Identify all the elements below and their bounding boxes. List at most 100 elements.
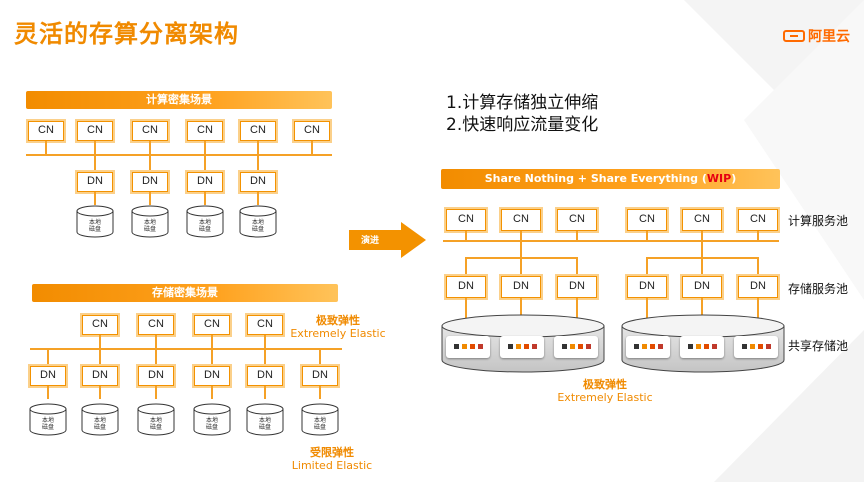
connector-line [701, 241, 703, 258]
connector-line [465, 298, 467, 320]
storage-unit [554, 336, 598, 358]
dn-node: DN [82, 366, 118, 386]
connector-line [155, 386, 157, 399]
dn-node: DN [446, 276, 486, 298]
local-disk-icon: 本地磁盘 [301, 403, 339, 436]
connector-line [520, 298, 522, 320]
dn-node: DN [240, 172, 276, 192]
connector-line [45, 141, 47, 155]
network-bus [443, 240, 779, 242]
goals-text: 1.计算存储独立伸缩 2.快速响应流量变化 [446, 92, 598, 136]
connector-line [646, 231, 648, 240]
connector-line [319, 349, 321, 366]
dn-node: DN [302, 366, 338, 386]
goal-item: 2.快速响应流量变化 [446, 115, 599, 135]
cn-node: CN [28, 121, 64, 141]
cn-node: CN [247, 315, 283, 335]
cn-node: CN [738, 209, 778, 231]
storage-pool-label: 存储服务池 [788, 282, 849, 296]
dn-node: DN [187, 172, 223, 192]
connector-line [757, 298, 759, 320]
cn-node: CN [194, 315, 230, 335]
compute-intensive-bar: 计算密集场景 [26, 91, 332, 109]
connector-line [465, 231, 467, 240]
storage-unit [500, 336, 544, 358]
connector-line [701, 258, 703, 276]
cn-node: CN [187, 121, 223, 141]
dn-node: DN [30, 366, 66, 386]
logo-text: 阿里云 [808, 29, 850, 45]
connector-line [701, 231, 703, 240]
connector-line [257, 141, 259, 155]
connector-line [94, 192, 96, 205]
cn-node: CN [627, 209, 667, 231]
connector-line [204, 141, 206, 155]
local-disk-icon: 本地磁盘 [239, 205, 277, 238]
dn-node: DN [132, 172, 168, 192]
connector-line [149, 192, 151, 205]
connector-line [520, 258, 522, 276]
dn-node: DN [501, 276, 541, 298]
dn-node: DN [138, 366, 174, 386]
local-disk-icon: 本地磁盘 [76, 205, 114, 238]
cn-node: CN [294, 121, 330, 141]
page-title: 灵活的存算分离架构 [14, 20, 239, 48]
connector-line [319, 386, 321, 399]
local-disk-icon: 本地磁盘 [29, 403, 67, 436]
connector-line [211, 349, 213, 366]
connector-line [94, 141, 96, 155]
storage-unit [680, 336, 724, 358]
cn-node: CN [501, 209, 541, 231]
cn-node: CN [82, 315, 118, 335]
cn-node: CN [240, 121, 276, 141]
dn-node: DN [194, 366, 230, 386]
goal-item: 1.计算存储独立伸缩 [446, 93, 599, 113]
connector-line [155, 349, 157, 366]
connector-line [520, 231, 522, 240]
shared-pool-label: 共享存储池 [788, 339, 849, 353]
connector-line [576, 231, 578, 240]
network-bus [26, 154, 332, 156]
dn-node: DN [557, 276, 597, 298]
evolution-arrow: 演进 [349, 222, 426, 258]
aliyun-logo-icon [783, 30, 805, 42]
local-disk-icon: 本地磁盘 [246, 403, 284, 436]
connector-line [204, 192, 206, 205]
local-disk-icon: 本地磁盘 [193, 403, 231, 436]
connector-line [211, 335, 213, 349]
connector-line [149, 155, 151, 172]
local-disk-icon: 本地磁盘 [131, 205, 169, 238]
local-disk-icon: 本地磁盘 [186, 205, 224, 238]
connector-line [520, 241, 522, 258]
compute-pool-label: 计算服务池 [788, 214, 849, 228]
connector-line [257, 192, 259, 205]
local-disk-icon: 本地磁盘 [137, 403, 175, 436]
dn-node: DN [77, 172, 113, 192]
dn-node: DN [738, 276, 778, 298]
dn-node: DN [627, 276, 667, 298]
storage-intensive-bar: 存储密集场景 [32, 284, 338, 302]
connector-line [94, 155, 96, 172]
connector-line [149, 141, 151, 155]
connector-line [264, 335, 266, 349]
background-decoration [684, 0, 864, 482]
connector-line [264, 386, 266, 399]
cn-node: CN [682, 209, 722, 231]
connector-line [99, 386, 101, 399]
connector-line [99, 349, 101, 366]
connector-line [204, 155, 206, 172]
architecture-bar: Share Nothing + Share Everything (WIP) [441, 169, 780, 189]
connector-line [576, 298, 578, 320]
cn-node: CN [77, 121, 113, 141]
connector-line [264, 349, 266, 366]
connector-line [47, 349, 49, 366]
dn-node: DN [247, 366, 283, 386]
arrow-right-icon [349, 222, 426, 258]
aliyun-logo: 阿里云 [783, 26, 850, 46]
connector-line [257, 155, 259, 172]
storage-unit [446, 336, 490, 358]
cn-node: CN [138, 315, 174, 335]
